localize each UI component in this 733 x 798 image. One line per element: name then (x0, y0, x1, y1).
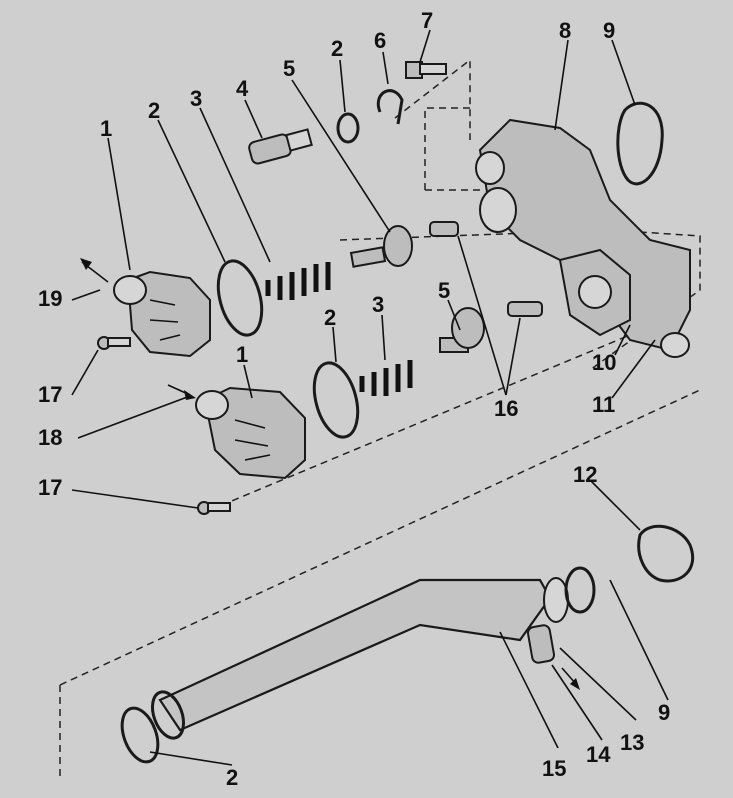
callout-10: 10 (592, 350, 616, 375)
screw-upper (97, 336, 131, 350)
callout-1b: 1 (236, 342, 248, 367)
o-ring-lower (312, 361, 360, 439)
screw-lower (197, 501, 231, 515)
pump-housing-upper (113, 270, 211, 358)
callout-17a: 17 (38, 382, 62, 407)
callout-15: 15 (542, 756, 566, 781)
bolt-top (405, 61, 447, 79)
callout-14: 14 (586, 742, 611, 767)
callout-2c: 2 (324, 305, 336, 330)
callout-4: 4 (236, 76, 249, 101)
callout-8: 8 (559, 18, 571, 43)
retaining-clip (376, 89, 404, 125)
coolant-flange-housing (475, 118, 691, 358)
callout-19: 19 (38, 286, 62, 311)
callout-13: 13 (620, 730, 644, 755)
callout-1a: 1 (100, 116, 112, 141)
flow-arrows (80, 258, 580, 690)
thermostat-flange (558, 248, 631, 337)
callout-9b: 9 (658, 700, 670, 725)
callout-18: 18 (38, 425, 62, 450)
o-ring-small (336, 112, 360, 144)
callout-3b: 3 (372, 292, 384, 317)
callout-11: 11 (592, 392, 615, 417)
assembly-axes (59, 58, 701, 780)
callout-6: 6 (374, 28, 386, 53)
pump-housing-lower (195, 386, 306, 480)
callout-9a: 9 (603, 18, 615, 43)
callout-2a: 2 (148, 98, 160, 123)
spring-lower (359, 360, 413, 396)
callout-16: 16 (494, 396, 518, 421)
o-ring-upper (216, 259, 264, 337)
callout-17b: 17 (38, 475, 62, 500)
callout-5a: 5 (283, 56, 295, 81)
coolant-pipe (158, 577, 569, 732)
callout-3a: 3 (190, 86, 202, 111)
callout-2b: 2 (331, 36, 343, 61)
thermostat-upper (349, 225, 413, 268)
engine-block-seal (637, 524, 695, 583)
plug-lower (507, 301, 543, 317)
leader-lines (71, 29, 669, 766)
flange-gasket-top (616, 101, 664, 186)
callout-12: 12 (573, 462, 597, 487)
thermostat-lower (439, 307, 485, 353)
callout-labels: 1 2 3 4 5 2 6 7 8 9 19 17 18 17 1 2 3 5 … (38, 8, 670, 790)
pipe-end-seals (150, 690, 186, 740)
callout-7: 7 (421, 8, 433, 33)
flange-gasket-bottom (564, 566, 596, 614)
callout-2d: 2 (226, 765, 238, 790)
o-ring-bottom (120, 706, 160, 764)
callout-5b: 5 (438, 278, 450, 303)
temperature-sensor (248, 128, 313, 165)
spring-upper (265, 262, 331, 300)
plug-upper (429, 221, 459, 237)
